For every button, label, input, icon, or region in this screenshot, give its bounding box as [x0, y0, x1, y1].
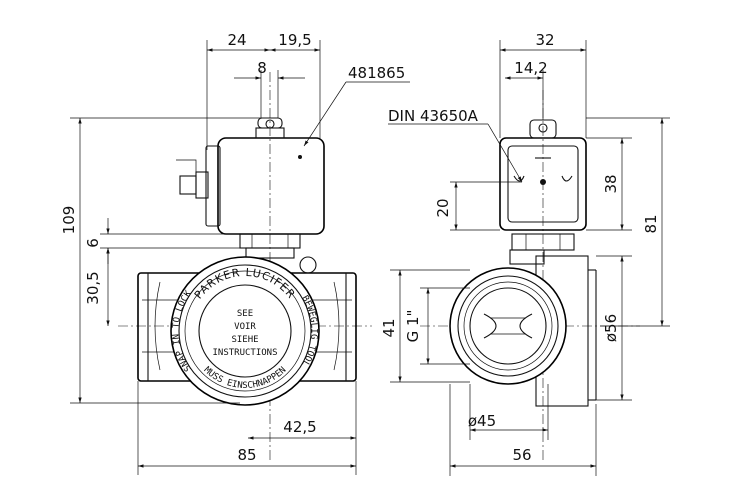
- dim-nut-diameter: ø45: [468, 412, 496, 430]
- dim-stem-width: 8: [257, 59, 267, 77]
- side-dimensions: 32 14,2 DIN 43650A 38 81 ø56: [380, 31, 670, 476]
- dim-stem-to-axis: 30,5: [84, 271, 102, 304]
- dim-top-left-width: 24: [227, 31, 246, 49]
- dim-coil-width: 32: [535, 31, 554, 49]
- dim-coil-height: 38: [602, 174, 620, 193]
- nameplate: PARKER LUCIFER MUSS EINSCHNAPPEN SNAP IN…: [170, 256, 320, 406]
- armature-nut: [239, 233, 317, 274]
- front-dimensions: 24 19,5 8 481865 109 6 30,5: [60, 31, 410, 475]
- dim-axis-to-right: 42,5: [283, 418, 316, 436]
- dim-connector-offset: 14,2: [514, 59, 547, 77]
- solenoid-coil: [176, 117, 325, 235]
- din-connector-label: DIN 43650A: [388, 107, 479, 125]
- dim-total-height: 109: [60, 206, 78, 235]
- front-view: PARKER LUCIFER MUSS EINSCHNAPPEN SNAP IN…: [60, 31, 410, 475]
- nameplate-line-4: INSTRUCTIONS: [212, 348, 277, 358]
- dim-port-height: 41: [380, 318, 398, 337]
- nameplate-line-3: SIEHE: [231, 335, 258, 345]
- din-connector: [499, 119, 587, 231]
- part-number-label: 481865: [348, 64, 405, 82]
- nameplate-line-2: VOIR: [234, 322, 256, 332]
- dim-top-right-width: 19,5: [278, 31, 311, 49]
- dim-body-length: 85: [237, 446, 256, 464]
- dim-axis-height: 81: [642, 214, 660, 233]
- side-nut: [509, 233, 575, 265]
- nameplate-line-1: SEE: [237, 309, 253, 319]
- dim-thread-size: G 1": [404, 310, 422, 343]
- dim-outer-diameter: ø56: [602, 314, 620, 342]
- dim-depth: 56: [512, 446, 531, 464]
- dim-nut-height: 6: [84, 238, 102, 248]
- side-view: 32 14,2 DIN 43650A 38 81 ø56: [380, 31, 670, 476]
- side-body: [449, 255, 597, 407]
- dim-connector-height: 20: [434, 198, 452, 217]
